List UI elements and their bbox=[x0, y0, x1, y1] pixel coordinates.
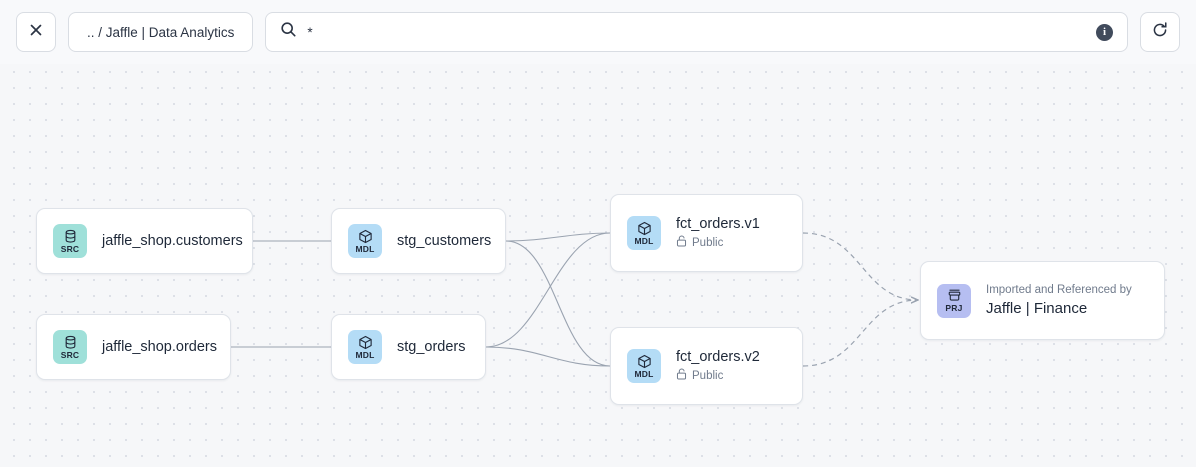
breadcrumb[interactable]: .. / Jaffle | Data Analytics bbox=[68, 12, 254, 52]
node-text: jaffle_shop.orders bbox=[102, 338, 217, 356]
unlock-icon bbox=[676, 368, 687, 384]
unlock-icon bbox=[676, 235, 687, 251]
node-fct-orders-v1[interactable]: MDL fct_orders.v1 Public bbox=[610, 194, 803, 272]
search-icon bbox=[280, 21, 297, 43]
node-jaffle-finance-project[interactable]: PRJ Imported and Referenced by Jaffle | … bbox=[920, 261, 1165, 340]
edge-stgord-v2 bbox=[485, 346, 611, 367]
badge-src: SRC bbox=[53, 224, 87, 258]
node-text: fct_orders.v2 Public bbox=[676, 348, 760, 384]
node-visibility: Public bbox=[676, 235, 760, 251]
badge-label: SRC bbox=[60, 349, 80, 360]
node-stg-customers[interactable]: MDL stg_customers bbox=[331, 208, 506, 274]
badge-label: SRC bbox=[60, 243, 80, 254]
badge-label: MDL bbox=[355, 349, 375, 360]
edge-stgcust-v1 bbox=[505, 232, 611, 242]
badge-label: MDL bbox=[634, 368, 654, 379]
node-title: fct_orders.v1 bbox=[676, 216, 760, 232]
node-title: Jaffle | Finance bbox=[986, 300, 1088, 317]
badge-prj: PRJ bbox=[937, 283, 971, 318]
node-text: Imported and Referenced by Jaffle | Fina… bbox=[986, 283, 1132, 318]
database-icon bbox=[63, 335, 78, 350]
node-title: jaffle_shop.customers bbox=[102, 233, 243, 249]
close-icon bbox=[28, 22, 44, 43]
node-title: jaffle_shop.orders bbox=[102, 339, 218, 355]
edge-v1-project bbox=[802, 232, 918, 300]
cube-icon bbox=[358, 229, 373, 244]
toolbar: .. / Jaffle | Data Analytics i bbox=[0, 0, 1196, 64]
refresh-button[interactable] bbox=[1140, 12, 1180, 52]
badge-mdl: MDL bbox=[627, 216, 661, 250]
badge-mdl: MDL bbox=[348, 330, 382, 364]
node-stg-orders[interactable]: MDL stg_orders bbox=[331, 314, 486, 380]
badge-mdl: MDL bbox=[627, 349, 661, 383]
node-jaffle-shop-customers[interactable]: SRC jaffle_shop.customers bbox=[36, 208, 253, 274]
info-glyph: i bbox=[1102, 25, 1107, 38]
node-text: jaffle_shop.customers bbox=[102, 232, 243, 250]
breadcrumb-label: .. / Jaffle | Data Analytics bbox=[87, 24, 235, 40]
node-text: stg_orders bbox=[397, 338, 466, 356]
node-title: stg_orders bbox=[397, 339, 466, 355]
node-fct-orders-v2[interactable]: MDL fct_orders.v2 Public bbox=[610, 327, 803, 405]
badge-src: SRC bbox=[53, 330, 87, 364]
refresh-icon bbox=[1151, 21, 1169, 44]
info-icon[interactable]: i bbox=[1096, 23, 1113, 41]
edge-v2-project bbox=[802, 300, 918, 367]
badge-label: PRJ bbox=[945, 303, 963, 313]
database-icon bbox=[63, 229, 78, 244]
close-button[interactable] bbox=[16, 12, 56, 52]
project-box-icon bbox=[947, 288, 962, 303]
visibility-label: Public bbox=[692, 237, 724, 249]
badge-mdl: MDL bbox=[348, 224, 382, 258]
search-box[interactable]: i bbox=[265, 12, 1128, 52]
node-relation-label: Imported and Referenced by bbox=[986, 284, 1132, 296]
node-visibility: Public bbox=[676, 368, 760, 384]
cube-icon bbox=[637, 221, 652, 236]
cube-icon bbox=[637, 354, 652, 369]
visibility-label: Public bbox=[692, 370, 724, 382]
node-text: fct_orders.v1 Public bbox=[676, 215, 760, 251]
search-input[interactable] bbox=[307, 13, 1086, 51]
node-text: stg_customers bbox=[397, 232, 491, 250]
cube-icon bbox=[358, 335, 373, 350]
node-jaffle-shop-orders[interactable]: SRC jaffle_shop.orders bbox=[36, 314, 231, 380]
node-title: stg_customers bbox=[397, 233, 492, 249]
node-title: fct_orders.v2 bbox=[676, 349, 760, 365]
badge-label: MDL bbox=[634, 235, 654, 246]
edge-stgcust-v2 bbox=[505, 240, 611, 367]
graph-canvas[interactable]: SRC jaffle_shop.customers SRC jaffle_sh bbox=[0, 58, 1196, 467]
badge-label: MDL bbox=[355, 243, 375, 254]
